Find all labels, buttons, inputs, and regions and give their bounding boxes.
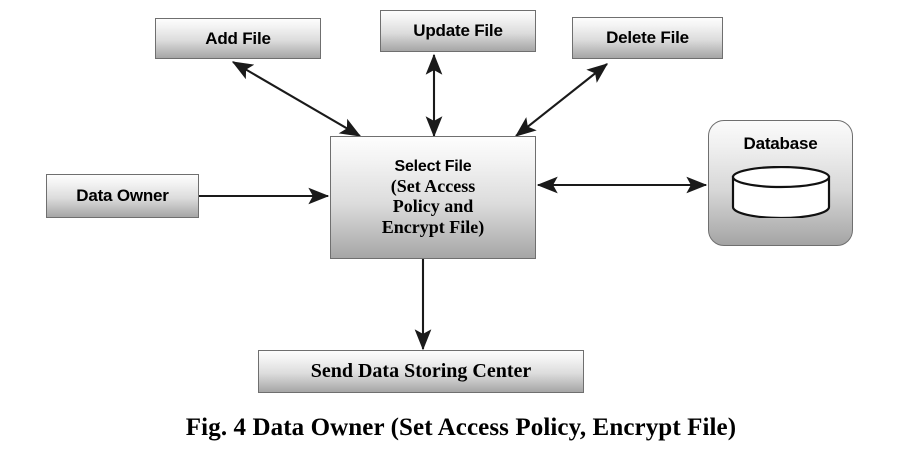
figure-caption: Fig. 4 Data Owner (Set Access Policy, En… (185, 414, 737, 441)
node-select-file[interactable]: Select File (Set Access Policy and Encry… (330, 136, 536, 259)
node-add-file-label: Add File (205, 28, 271, 48)
node-database-label: Database (743, 134, 818, 153)
node-data-owner-label: Data Owner (76, 186, 169, 206)
edge-select-file-to-add-file (231, 61, 362, 137)
node-delete-file-label: Delete File (606, 28, 689, 48)
node-data-owner[interactable]: Data Owner (46, 174, 199, 218)
edge-select-file-to-delete-file (515, 63, 608, 137)
node-send-center-label: Send Data Storing Center (310, 360, 532, 383)
node-send-data-storing-center[interactable]: Send Data Storing Center (258, 350, 584, 393)
node-select-file-line-1: Select File (394, 158, 472, 176)
node-update-file-label: Update File (413, 21, 503, 41)
node-update-file[interactable]: Update File (380, 10, 536, 52)
node-select-file-line-4: Encrypt File) (381, 216, 485, 237)
node-add-file[interactable]: Add File (155, 18, 321, 59)
node-delete-file[interactable]: Delete File (572, 17, 723, 59)
node-select-file-line-2: (Set Access (390, 176, 476, 197)
cylinder-icon (731, 166, 831, 218)
node-select-file-line-3: Policy and (392, 196, 474, 217)
node-database[interactable]: Database (708, 120, 853, 246)
